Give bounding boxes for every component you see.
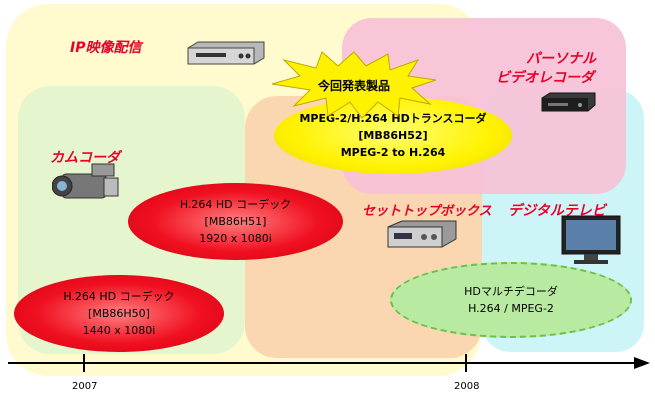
set-top-box-label: セットトップボックス [362,204,492,219]
transcoder-part-number: [MB86H52] [358,129,428,142]
personal-video-recorder-label-line1: パーソナル [526,51,596,67]
codec-h50-resolution: 1440 x 1080i [82,324,156,337]
flat-tv-icon [561,215,621,264]
video-deck-icon [187,41,265,65]
new-product-burst-icon [271,51,437,119]
codec-h51-part-number: [MB86H51] [204,215,267,228]
codec-h50-ellipse: H.264 HD コーデック [MB86H50] 1440 x 1080i [14,275,224,352]
codec-h50-name: H.264 HD コーデック [63,290,175,303]
codec-h51-name: H.264 HD コーデック [179,198,292,211]
ip-video-label: IP映像配信 [70,40,142,56]
camcorder-icon [52,163,119,199]
codec-h51-ellipse: H.264 HD コーデック [MB86H51] 1920 x 1080i [128,183,343,260]
transcoder-name: MPEG-2/H.264 HDトランスコーダ [299,112,487,125]
recorder-deck-icon [541,92,596,112]
multi-decoder-spec: H.264 / MPEG-2 [468,302,554,315]
multi-decoder-name: HDマルチデコーダ [464,285,558,298]
transcoder-spec: MPEG-2 to H.264 [340,146,446,159]
year-2008-label: 2008 [454,381,480,392]
codec-h51-resolution: 1920 x 1080i [199,232,272,245]
codec-h50-part-number: [MB86H50] [88,307,150,320]
new-product-label: 今回発表製品 [317,79,390,93]
year-2007-label: 2007 [72,381,98,392]
camcorder-label: カムコーダ [50,150,120,166]
digital-tv-label: デジタルテレビ [508,203,606,219]
set-top-box-icon [387,220,457,248]
personal-video-recorder-label-line2: ビデオレコーダ [496,70,594,86]
multi-decoder-ellipse: HDマルチデコーダ H.264 / MPEG-2 [390,262,632,338]
